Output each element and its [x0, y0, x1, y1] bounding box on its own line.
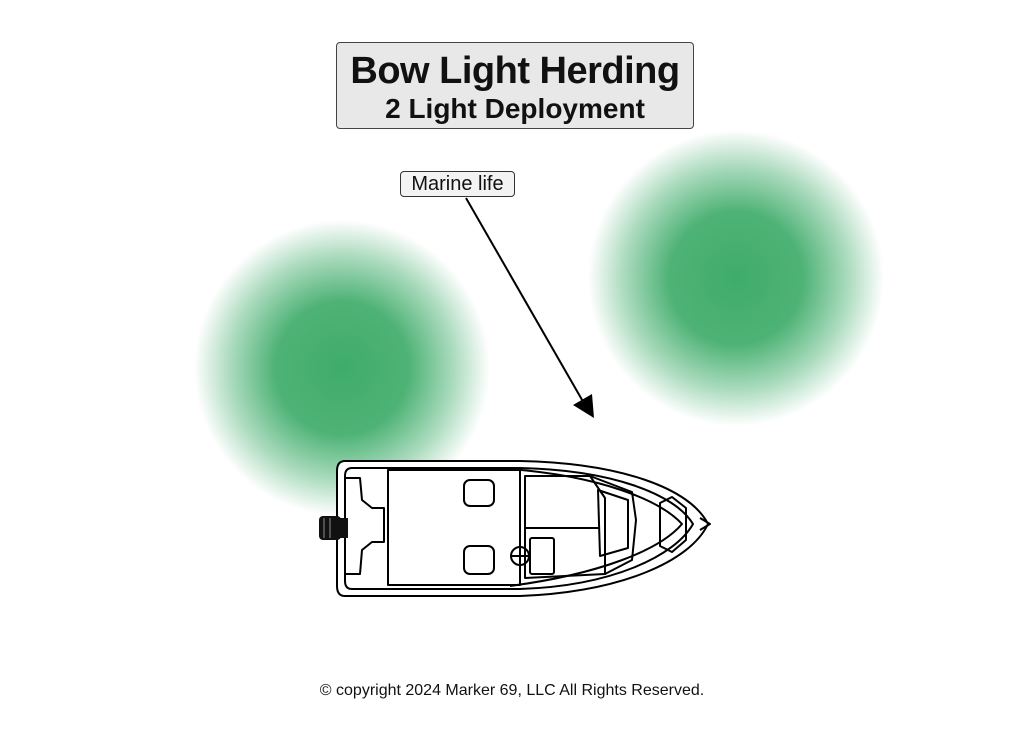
- marine-life-label: Marine life: [400, 171, 515, 197]
- title-box: Bow Light Herding 2 Light Deployment: [336, 42, 694, 129]
- light-glow-left: [194, 220, 490, 516]
- copyright-text: © copyright 2024 Marker 69, LLC All Righ…: [319, 682, 705, 699]
- seat-rear: [463, 545, 495, 575]
- outboard-motor: [319, 516, 348, 540]
- boat-outline: [336, 460, 711, 597]
- boat-hull: [336, 460, 709, 597]
- diagram-title: Bow Light Herding: [350, 50, 680, 92]
- callout-arrow: [465, 197, 594, 418]
- diagram-subtitle: 2 Light Deployment: [385, 93, 645, 124]
- seat-front: [463, 479, 495, 507]
- light-glow-right: [588, 130, 884, 426]
